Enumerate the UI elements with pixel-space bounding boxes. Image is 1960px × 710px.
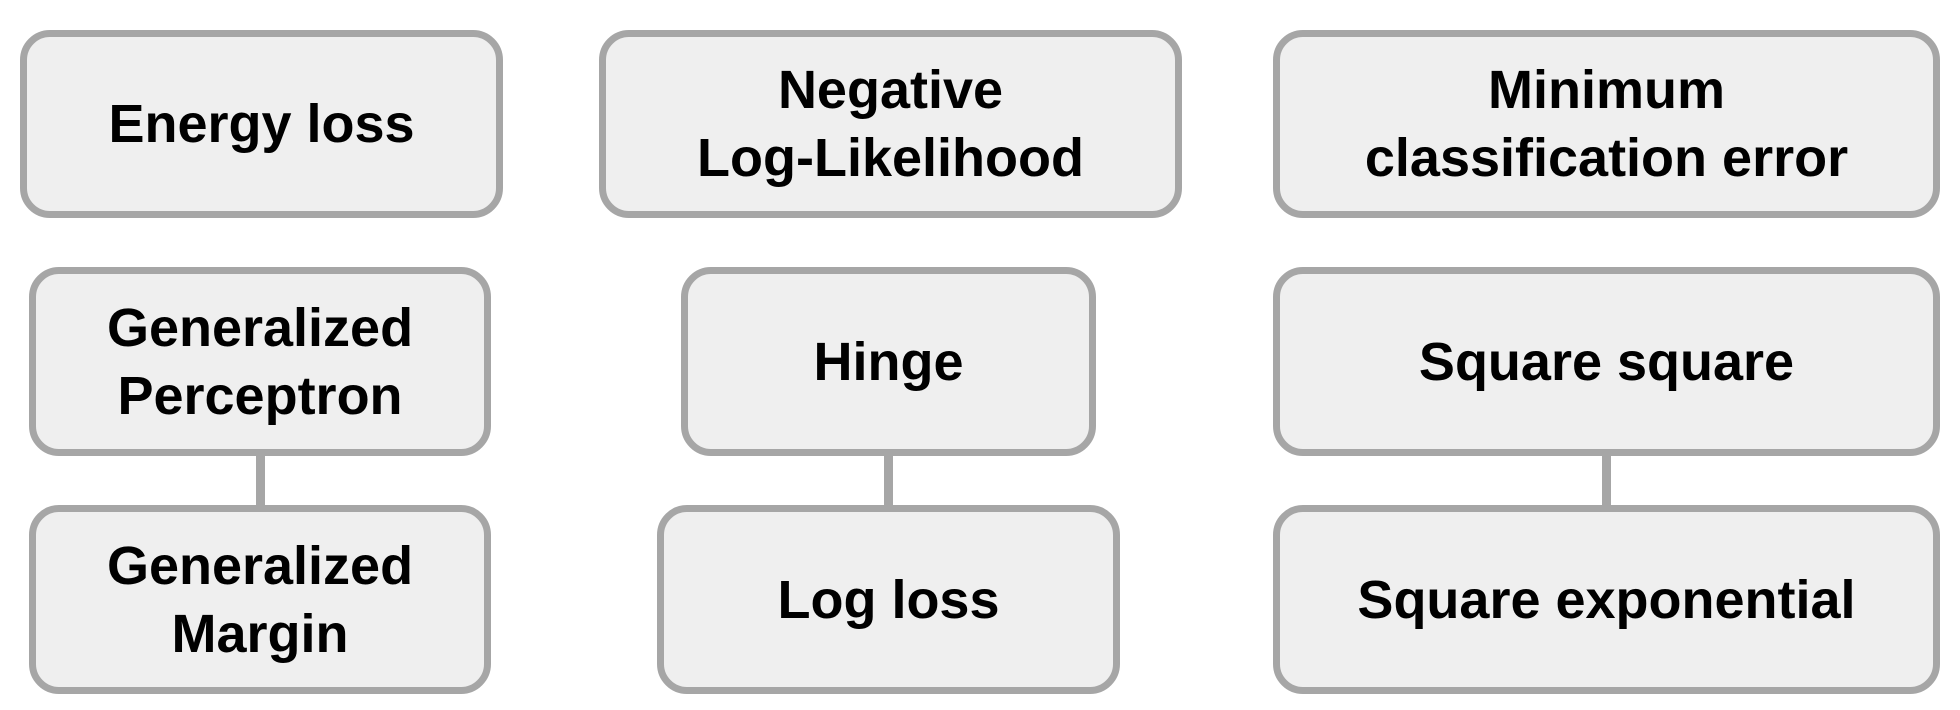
connector-square-square-exponential	[1602, 456, 1611, 505]
square-exponential-box: Square exponential	[1273, 505, 1940, 694]
connector-perceptron-margin	[256, 456, 265, 505]
hinge-box: Hinge	[681, 267, 1096, 456]
generalized-perceptron-box: Generalized Perceptron	[29, 267, 491, 456]
connector-hinge-log-loss	[884, 456, 893, 505]
generalized-margin-box: Generalized Margin	[29, 505, 491, 694]
energy-loss-box: Energy loss	[20, 30, 503, 218]
log-loss-box: Log loss	[657, 505, 1120, 694]
square-square-box: Square square	[1273, 267, 1940, 456]
minimum-classification-error-box: Minimum classification error	[1273, 30, 1940, 218]
negative-log-likelihood-box: Negative Log-Likelihood	[599, 30, 1182, 218]
